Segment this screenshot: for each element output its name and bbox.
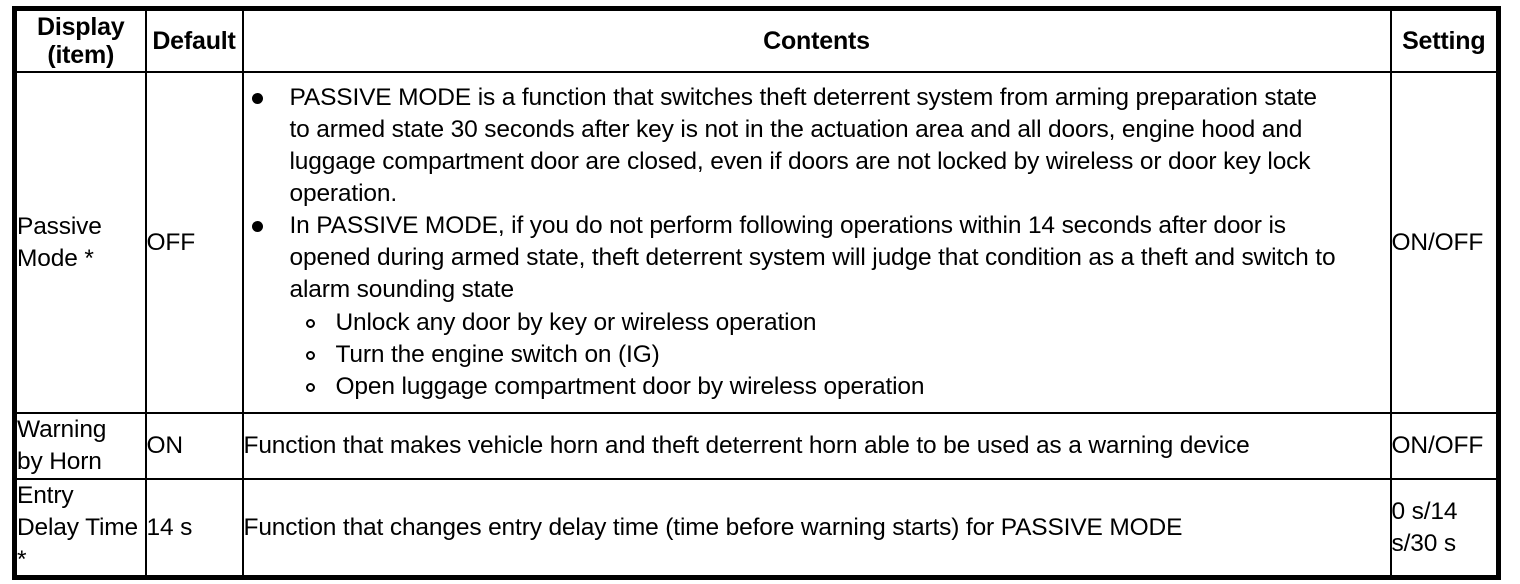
cell-contents-warning-by-horn: Function that makes vehicle horn and the… (241, 412, 1392, 480)
sub-bullet-label: Open luggage compartment door by wireles… (335, 373, 925, 401)
cell-display-passive-mode: Passive Mode * (13, 72, 147, 415)
column-header-default: Default (144, 7, 244, 73)
cell-setting-warning-by-horn: ON/OFF (1389, 412, 1500, 480)
column-header-contents: Contents (241, 7, 1392, 73)
bullet-line: luggage compartment door are closed, eve… (289, 147, 1311, 175)
table-row: Entry Delay Time * 14 s Function that ch… (13, 477, 1500, 579)
table-header: Display (item) Default Contents Setting (13, 7, 1500, 73)
bullet-line: opened during armed state, theft deterre… (289, 244, 1336, 272)
sub-bullet-item: Unlock any door by key or wireless opera… (244, 307, 1390, 339)
hollow-bullet-icon (305, 383, 315, 393)
table-header-row: Display (item) Default Contents Setting (13, 7, 1500, 73)
sub-bullet-item: Open luggage compartment door by wireles… (244, 371, 1390, 403)
cell-default-passive-mode: OFF (144, 72, 244, 415)
cell-contents-passive-mode: PASSIVE MODE is a function that switches… (241, 72, 1392, 415)
sub-bullet-label: Turn the engine switch on (IG) (335, 341, 660, 368)
table-body: Passive Mode * OFF PASSIVE MODE is a fun… (13, 72, 1500, 579)
settings-spec-table: Display (item) Default Contents Setting … (12, 6, 1501, 581)
bullet-line: operation. (289, 179, 398, 207)
cell-default-entry-delay-time: 14 s (144, 477, 244, 579)
cell-setting-passive-mode: ON/OFF (1389, 72, 1500, 415)
sub-bullet-item: Turn the engine switch on (IG) (244, 339, 1390, 371)
sub-bullet-label: Unlock any door by key or wireless opera… (335, 308, 817, 336)
bullet-line: alarm sounding state (289, 276, 515, 304)
column-header-display: Display (item) (13, 7, 147, 73)
table-row: Warning by Horn ON Function that makes v… (13, 412, 1500, 480)
bullet-line: to armed state 30 seconds after key is n… (289, 115, 1303, 143)
bullet-item: PASSIVE MODE is a function that switches… (244, 82, 1390, 209)
bullet-line: PASSIVE MODE is a function that switches… (289, 84, 1317, 111)
hollow-bullet-icon (305, 318, 315, 328)
hollow-bullet-icon (305, 351, 315, 360)
cell-contents-entry-delay-time: Function that changes entry delay time (… (241, 477, 1392, 579)
filled-bullet-icon (251, 93, 263, 104)
table-row: Passive Mode * OFF PASSIVE MODE is a fun… (13, 72, 1500, 415)
filled-bullet-icon (251, 221, 263, 233)
bullet-line: In PASSIVE MODE, if you do not perform f… (289, 212, 1286, 240)
sub-bullet-list: Unlock any door by key or wireless opera… (244, 307, 1390, 403)
bullet-list: PASSIVE MODE is a function that switches… (244, 82, 1390, 306)
cell-setting-entry-delay-time: 0 s/14 s/30 s (1389, 477, 1500, 579)
cell-default-warning-by-horn: ON (144, 412, 244, 480)
column-header-setting: Setting (1389, 7, 1500, 73)
bullet-item: In PASSIVE MODE, if you do not perform f… (244, 210, 1390, 306)
cell-display-warning-by-horn: Warning by Horn (13, 412, 147, 480)
cell-display-entry-delay-time: Entry Delay Time * (13, 477, 147, 579)
